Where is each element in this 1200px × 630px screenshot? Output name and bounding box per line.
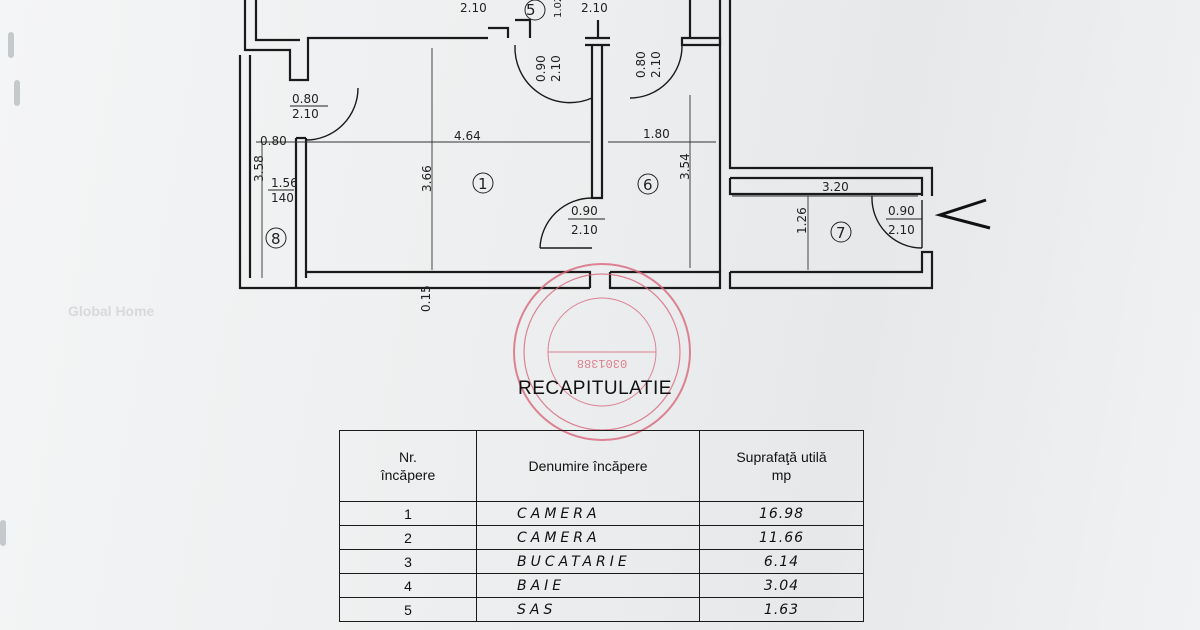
dim-text: 3.20	[822, 180, 849, 194]
dim-text: 2.10	[571, 223, 598, 237]
dim-text: 3.66	[420, 165, 434, 192]
plan-walls	[238, 0, 934, 290]
dim-text: 0.15	[419, 285, 433, 312]
dim-text: 0.90	[888, 204, 915, 218]
cell-name: SAS	[476, 597, 700, 622]
dim-text: 2.10	[888, 223, 915, 237]
header-name: Denumire încăpere	[476, 430, 700, 502]
dimension-labels: 2.10 2.10 1.02 0.90 2.10 0.80 2.10 0.80 …	[252, 0, 922, 312]
dim-text: 140	[271, 191, 294, 205]
cell-area: 1.63	[699, 597, 864, 622]
recap-header-row: Nr. încăpere Denumire încăpere Suprafaţă…	[339, 430, 864, 502]
cell-area: 6.14	[699, 549, 864, 574]
cell-nr: 5	[339, 597, 477, 622]
table-row: 4 BAIE 3.04	[339, 573, 864, 598]
cell-area: 16.98	[699, 501, 864, 526]
room-5: 5	[526, 1, 536, 19]
header-nr-line1: Nr.	[399, 449, 417, 465]
cell-name: BAIE	[476, 573, 700, 598]
watermark-text: Global Home	[68, 303, 155, 319]
punch-hole-top	[8, 32, 14, 58]
dim-text: 3.54	[678, 153, 692, 180]
cell-nr: 4	[339, 573, 477, 598]
dim-text: 0.90	[571, 204, 598, 218]
cell-nr: 1	[339, 501, 477, 526]
header-area-line1: Suprafaţă utilă	[736, 449, 827, 465]
dim-text: 2.10	[549, 55, 563, 82]
recap-table: Nr. încăpere Denumire încăpere Suprafaţă…	[339, 430, 864, 622]
header-nr: Nr. încăpere	[339, 430, 477, 502]
cell-area: 11.66	[699, 525, 864, 550]
cell-nr: 3	[339, 549, 477, 574]
door-swings	[305, 44, 923, 249]
dim-text: 1.02	[553, 0, 564, 18]
header-nr-line2: încăpere	[380, 467, 436, 483]
dim-text: 4.64	[454, 129, 481, 143]
header-area-line2: mp	[771, 467, 792, 483]
dim-text: 3.58	[252, 155, 266, 182]
dim-text: 0.80	[292, 92, 319, 106]
cell-name: CAMERA	[476, 525, 700, 550]
dim-text: 2.10	[649, 51, 663, 78]
punch-hole-middle	[14, 80, 20, 106]
cell-area: 3.04	[699, 573, 864, 598]
table-row: 3 BUCATARIE 6.14	[339, 549, 864, 574]
room-7: 7	[836, 224, 846, 242]
dim-text: 1.56	[271, 176, 298, 190]
cell-name: BUCATARIE	[476, 549, 700, 574]
table-row: 1 CAMERA 16.98	[339, 501, 864, 526]
punch-hole-bottom	[0, 520, 6, 546]
dim-text: 1.26	[795, 207, 809, 234]
room-8: 8	[271, 230, 281, 248]
dimension-lines	[256, 48, 918, 278]
dim-text: 2.10	[581, 1, 608, 15]
table-row: 2 CAMERA 11.66	[339, 525, 864, 550]
official-stamp: 0301388	[513, 263, 691, 441]
room-1: 1	[478, 175, 488, 193]
header-area: Suprafaţă utilă mp	[699, 430, 864, 502]
cell-nr: 2	[339, 525, 477, 550]
dim-text: 2.10	[292, 107, 319, 121]
entrance-arrow-icon	[934, 198, 991, 230]
stamp-number: 0301388	[577, 356, 627, 370]
dim-text: 0.90	[534, 55, 548, 82]
cell-name: CAMERA	[476, 501, 700, 526]
dim-text: 0.80	[260, 134, 287, 148]
dim-text: 0.80	[634, 51, 648, 78]
room-6: 6	[643, 176, 653, 194]
dim-text: 2.10	[460, 1, 487, 15]
table-row: 5 SAS 1.63	[339, 597, 864, 622]
room-labels: 1 5 6 7 8	[265, 0, 852, 249]
recap-title: RECAPITULATIE	[518, 378, 672, 399]
dim-text: 1.80	[643, 127, 670, 141]
